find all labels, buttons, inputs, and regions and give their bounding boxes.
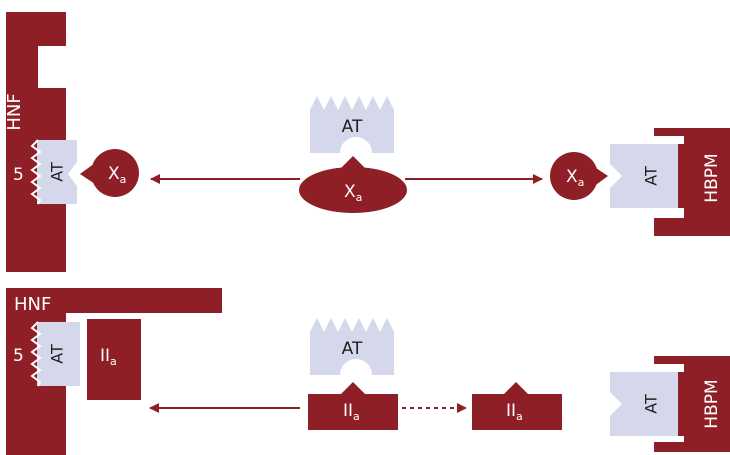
at-free-label-bottom: AT: [342, 339, 363, 359]
hbpm-label-top: HBPM: [702, 153, 722, 202]
xa-tip-center: [340, 156, 366, 169]
hbpm-bottom: HBPM: [654, 356, 730, 452]
thrombin-iia-right: IIa: [472, 382, 562, 430]
at-right-label-bottom: AT: [642, 394, 661, 414]
hbpm-serrated-top: [678, 144, 690, 208]
hbpm-block-bottom: [654, 356, 730, 452]
at-block-bound-top: [37, 140, 77, 204]
at-block-free-bottom: [310, 318, 394, 375]
thrombin-iia-center: IIa: [308, 382, 398, 430]
xa-center-label: Xa: [344, 182, 362, 204]
antithrombin-right-top: AT: [610, 144, 678, 208]
iia-right-letters: II: [506, 401, 516, 421]
iia-center-label: IIa: [343, 401, 360, 423]
xa-wedge-left: [80, 163, 95, 184]
thrombin-iia-bound: IIa: [84, 316, 144, 402]
iia-center-block: [308, 394, 398, 430]
iia-center-tip: [340, 382, 366, 395]
hbpm-serrated-bottom: [678, 372, 690, 436]
xa-right-letter: X: [566, 167, 578, 187]
hbpm-block-top: [654, 128, 730, 236]
iia-center-subscript: a: [353, 410, 360, 423]
at-bound-label-bottom: AT: [48, 344, 67, 364]
at-block-free-top: [310, 96, 394, 153]
iia-right-subscript: a: [516, 410, 523, 423]
at-free-label-top: AT: [342, 117, 363, 137]
hnf-label-bottom: HNF: [14, 294, 51, 315]
iia-bound-subscript: a: [110, 355, 117, 368]
hbpm-label-bottom: HBPM: [702, 379, 722, 428]
xa-circle-left: [91, 149, 139, 197]
iia-bound-label: IIa: [100, 346, 117, 368]
bottom-panel: HNF 5 AT IIa AT IIa: [6, 288, 730, 455]
serrated-edge-top: [30, 139, 42, 205]
antithrombin-bound-top: AT: [30, 139, 77, 205]
xa-center-letter: X: [344, 182, 356, 202]
xa-left-letter: X: [108, 164, 120, 184]
antithrombin-bound-bottom: AT: [30, 321, 80, 387]
iia-right-label: IIa: [506, 401, 523, 423]
xa-wedge-right: [593, 166, 608, 187]
at-right-label-top: AT: [642, 166, 661, 186]
serrated-edge-bottom: [30, 321, 42, 387]
hnf-label-top: HNF: [4, 93, 25, 130]
top-panel: HNF 5 AT Xa AT Xa: [4, 12, 730, 272]
antithrombin-right-bottom: AT: [610, 372, 678, 436]
iia-bound-block: [87, 319, 141, 400]
xa-ellipse-center: [299, 167, 407, 213]
at-bound-label-top: AT: [48, 162, 67, 182]
factor-xa-free-center: Xa: [299, 156, 407, 213]
xa-right-subscript: a: [578, 176, 585, 189]
pentasaccharide-label-bottom: 5: [13, 346, 24, 366]
iia-right-block: [472, 394, 562, 430]
xa-circle-right: [550, 152, 598, 200]
factor-xa-bound-right: Xa: [550, 152, 608, 200]
antithrombin-free-top: AT: [310, 96, 394, 153]
hbpm-top: HBPM: [654, 128, 730, 236]
pentasaccharide-label-top: 5: [13, 165, 24, 185]
xa-left-label: Xa: [108, 164, 126, 186]
iia-bound-letters: II: [100, 346, 110, 366]
iia-right-tip: [503, 382, 529, 395]
at-block-bound-bottom: [37, 322, 80, 386]
xa-left-subscript: a: [120, 173, 127, 186]
xa-center-subscript: a: [356, 191, 363, 204]
xa-right-label: Xa: [566, 167, 584, 189]
iia-center-letters: II: [343, 401, 353, 421]
at-block-right-bottom: [610, 372, 678, 436]
antithrombin-free-bottom: AT: [310, 318, 394, 375]
factor-xa-bound-left: Xa: [80, 149, 139, 197]
at-block-right-top: [610, 144, 678, 208]
